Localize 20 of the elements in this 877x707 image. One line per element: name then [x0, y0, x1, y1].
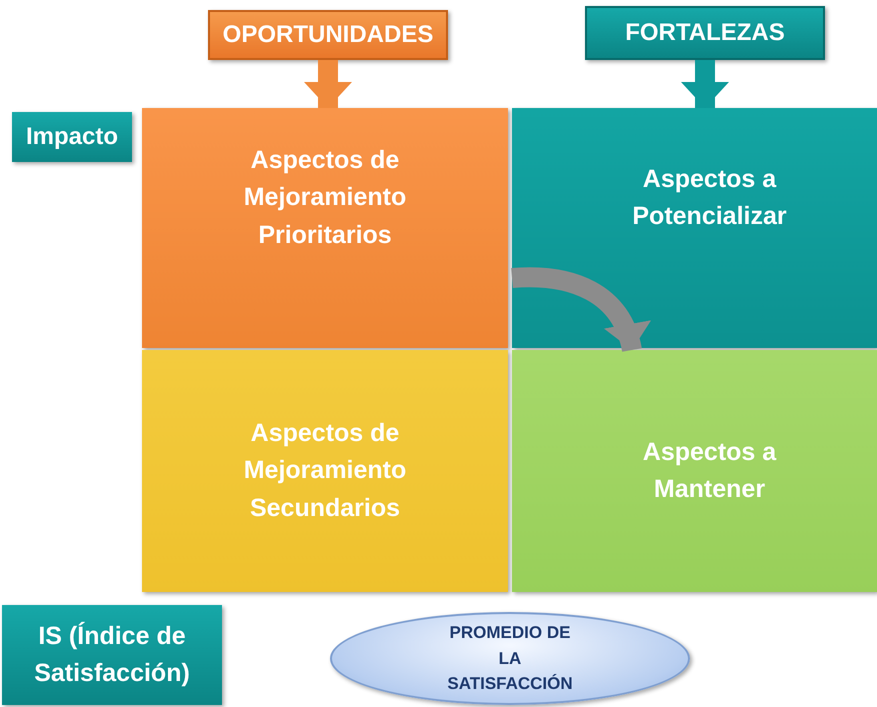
header-box: [208, 10, 448, 60]
quadrant-label: Aspectos de Mejoramiento Prioritarios: [242, 144, 408, 251]
axis-label-box: [12, 112, 132, 162]
column-header: OPORTUNIDADES: [222, 20, 434, 50]
column-header: FORTALEZAS: [625, 18, 785, 48]
axis-label: Impacto: [26, 122, 118, 152]
ellipse-label: PROMEDIO DE LA SATISFACCIÓN: [447, 622, 573, 696]
quadrant-panel: [142, 350, 508, 592]
quadrant-panel: [142, 108, 508, 348]
quadrant-panel: [512, 108, 877, 348]
block-arrow: [512, 267, 650, 352]
header-box: [585, 6, 825, 60]
quadrant-panel: [512, 350, 877, 592]
block-arrow: [304, 60, 352, 108]
quadrant-label: Aspectos a Potencializar: [631, 164, 788, 232]
axis-label: IS (Índice de Satisfacción): [33, 620, 191, 689]
quadrant-label: Aspectos de Mejoramiento Secundarios: [242, 418, 408, 524]
quadrant-label: Aspectos a Mantener: [642, 436, 778, 505]
block-arrow: [681, 60, 729, 108]
axis-label-box: [2, 605, 222, 705]
